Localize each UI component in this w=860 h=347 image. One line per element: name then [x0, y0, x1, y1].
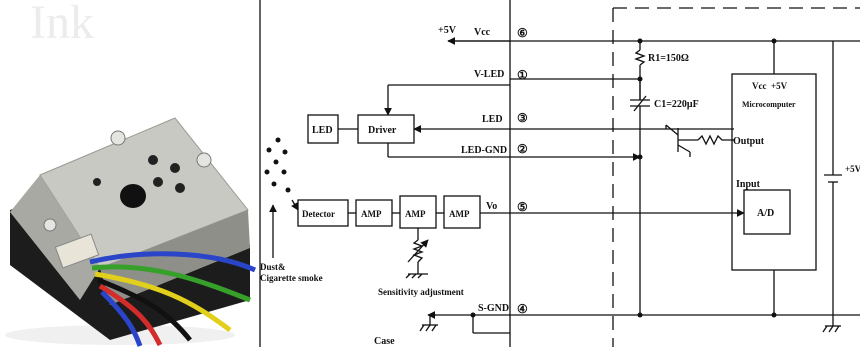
output-label: Output [733, 136, 765, 147]
pin4-label: ④ [517, 302, 528, 316]
connector [54, 233, 100, 269]
ad-label: A/D [757, 208, 774, 219]
hole-icon [175, 183, 185, 193]
amp1-label: AMP [361, 209, 382, 219]
input-label: Input [736, 179, 761, 190]
screw-icon [43, 218, 57, 232]
case-label: Case [374, 336, 395, 347]
pin6-label: ⑥ [517, 26, 528, 40]
amp2-label: AMP [405, 209, 426, 219]
circuit-schematic: +5V Vcc ⑥ V-LED ① LED ③ LED-GND ② Vo ⑤ S… [259, 0, 860, 347]
hole-icon [148, 155, 158, 165]
sensor-metal-side [10, 175, 100, 300]
hole-icon [153, 177, 163, 187]
plus5v-label: +5V [438, 25, 457, 36]
micro-vcc-label: Vcc +5V [752, 81, 788, 91]
sensor-opening [120, 184, 146, 208]
dust-label-1: Dust& [260, 262, 286, 272]
junction-dots [470, 38, 777, 318]
screw-icon [110, 130, 126, 146]
vo-label: Vo [486, 201, 497, 212]
driver-block-label: Driver [368, 125, 397, 136]
screw-icon [196, 152, 212, 168]
vled-label: V-LED [474, 69, 504, 80]
c1-label: C1=220μF [654, 99, 699, 110]
vcc-label: Vcc [474, 27, 491, 38]
dust-label-2: Cigarette smoke [260, 273, 323, 283]
sensor-photo: Ink [5, 0, 257, 347]
dust-particles [264, 137, 291, 193]
pin2-label: ② [517, 142, 528, 156]
pin1-label: ① [517, 68, 528, 82]
pin5-label: ⑤ [517, 200, 528, 214]
detector-block-label: Detector [302, 209, 335, 219]
led-signal-label: LED [482, 114, 503, 125]
wires [89, 251, 257, 347]
right-supply-label: +5V [845, 164, 860, 174]
r1-label: R1=150Ω [648, 53, 689, 64]
amp3-label: AMP [449, 209, 470, 219]
micro-title: Microcomputer [742, 100, 796, 109]
sensitivity-label: Sensitivity adjustment [378, 287, 464, 297]
sgnd-label: S-GND [478, 303, 509, 314]
led-block-label: LED [312, 125, 333, 136]
pin3-label: ③ [517, 111, 528, 125]
watermark-text: Ink [30, 0, 94, 49]
hole-icon [170, 163, 180, 173]
hole-icon [93, 178, 101, 186]
ledgnd-label: LED-GND [461, 145, 507, 156]
wiring [259, 0, 860, 347]
